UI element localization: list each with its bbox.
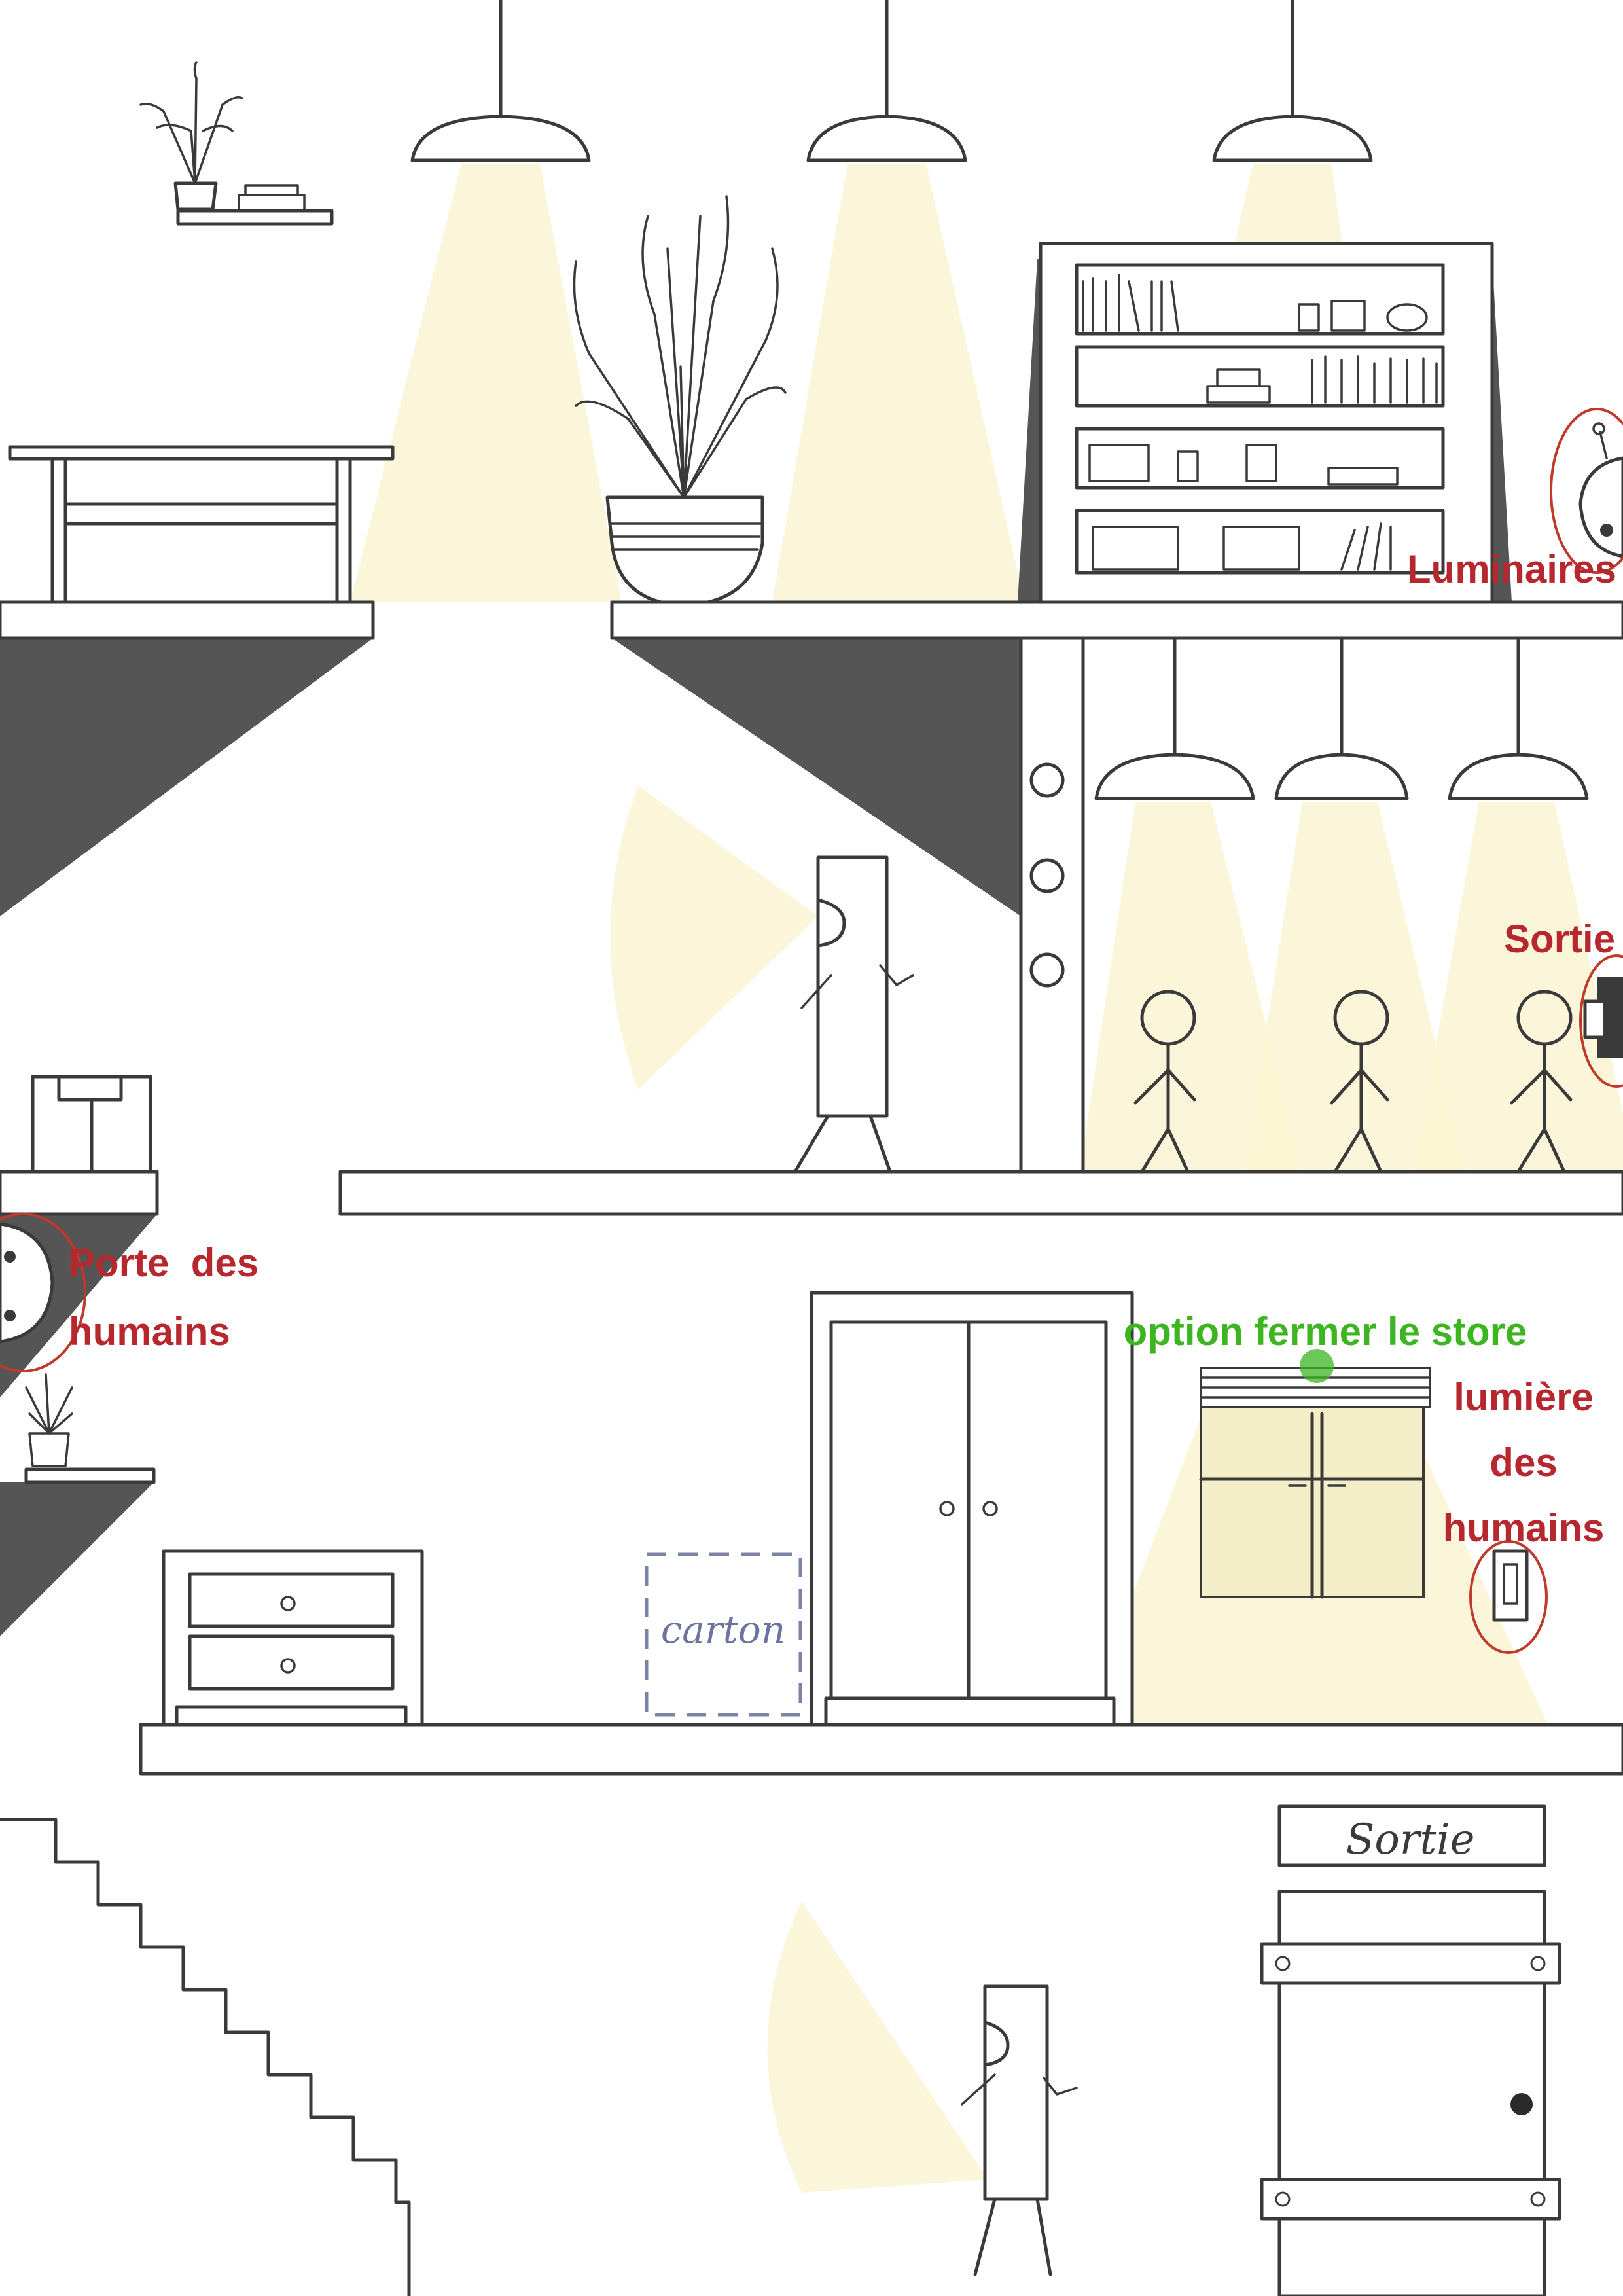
wall-shelf-plant xyxy=(141,62,332,224)
lamp-beam-1 xyxy=(350,164,622,602)
window xyxy=(1201,1349,1430,1597)
ceiling-lamp-icon xyxy=(412,0,589,160)
annotation-luminaires: Luminaires xyxy=(1407,547,1616,591)
exit-sign: Sortie xyxy=(1279,1806,1544,1865)
table xyxy=(10,447,393,602)
annotation-porte-line1: Porte des xyxy=(69,1241,259,1285)
floor-slab xyxy=(0,602,373,638)
ceiling-lamps-top xyxy=(412,0,1371,160)
robot-player xyxy=(795,857,913,1172)
floor-slab xyxy=(340,1172,1623,1214)
carton-label: carton xyxy=(661,1607,785,1652)
annotation-porte-line2: humains xyxy=(69,1310,230,1354)
ceiling-lamp-icon xyxy=(1214,0,1371,160)
lamp-beam-6 xyxy=(1414,802,1623,1172)
close-blind-button[interactable] xyxy=(1300,1349,1334,1383)
elevator-button[interactable] xyxy=(1031,860,1063,891)
elevator-shaft xyxy=(1021,638,1083,1172)
door-icon[interactable] xyxy=(1262,1892,1560,2296)
annotation-lumiere-line2: des xyxy=(1489,1441,1557,1484)
lamp-beam-2 xyxy=(772,164,1024,602)
shadow-left-upper xyxy=(0,638,373,916)
ceiling-lamp-icon xyxy=(808,0,965,160)
elevator-button[interactable] xyxy=(1031,954,1063,986)
ceiling-lamps-elevator xyxy=(1096,638,1587,798)
staircase xyxy=(0,1820,409,2296)
robot-vision-cone-1 xyxy=(611,785,819,1090)
carton-box[interactable]: carton xyxy=(647,1554,800,1715)
dresser xyxy=(164,1551,422,1725)
plant-icon xyxy=(26,1374,72,1466)
elevator-button[interactable] xyxy=(1031,764,1063,796)
annotation-lumiere-line1: lumière xyxy=(1454,1375,1593,1419)
floor-slab xyxy=(612,602,1623,638)
annotation-sortie: Sortie xyxy=(1504,917,1615,961)
ceiling-lamp-icon xyxy=(1096,638,1253,798)
plant-icon xyxy=(141,62,242,183)
shadow-left-bottom xyxy=(0,1482,154,1636)
ceiling-lamp-icon xyxy=(1276,638,1407,798)
robot-player xyxy=(962,1986,1077,2274)
floor-slab xyxy=(141,1725,1623,1774)
floor-slab xyxy=(0,1172,157,1214)
exit-sign-label: Sortie xyxy=(1346,1816,1474,1864)
annotation-lumiere-line3: humains xyxy=(1443,1506,1605,1550)
floor-slab xyxy=(26,1469,154,1482)
box xyxy=(33,1077,151,1172)
wardrobe xyxy=(812,1293,1132,1725)
annotation-store: option fermer le store xyxy=(1124,1310,1527,1354)
robot-vision-cone-2 xyxy=(768,1901,989,2193)
ceiling-lamp-icon xyxy=(1450,638,1587,798)
